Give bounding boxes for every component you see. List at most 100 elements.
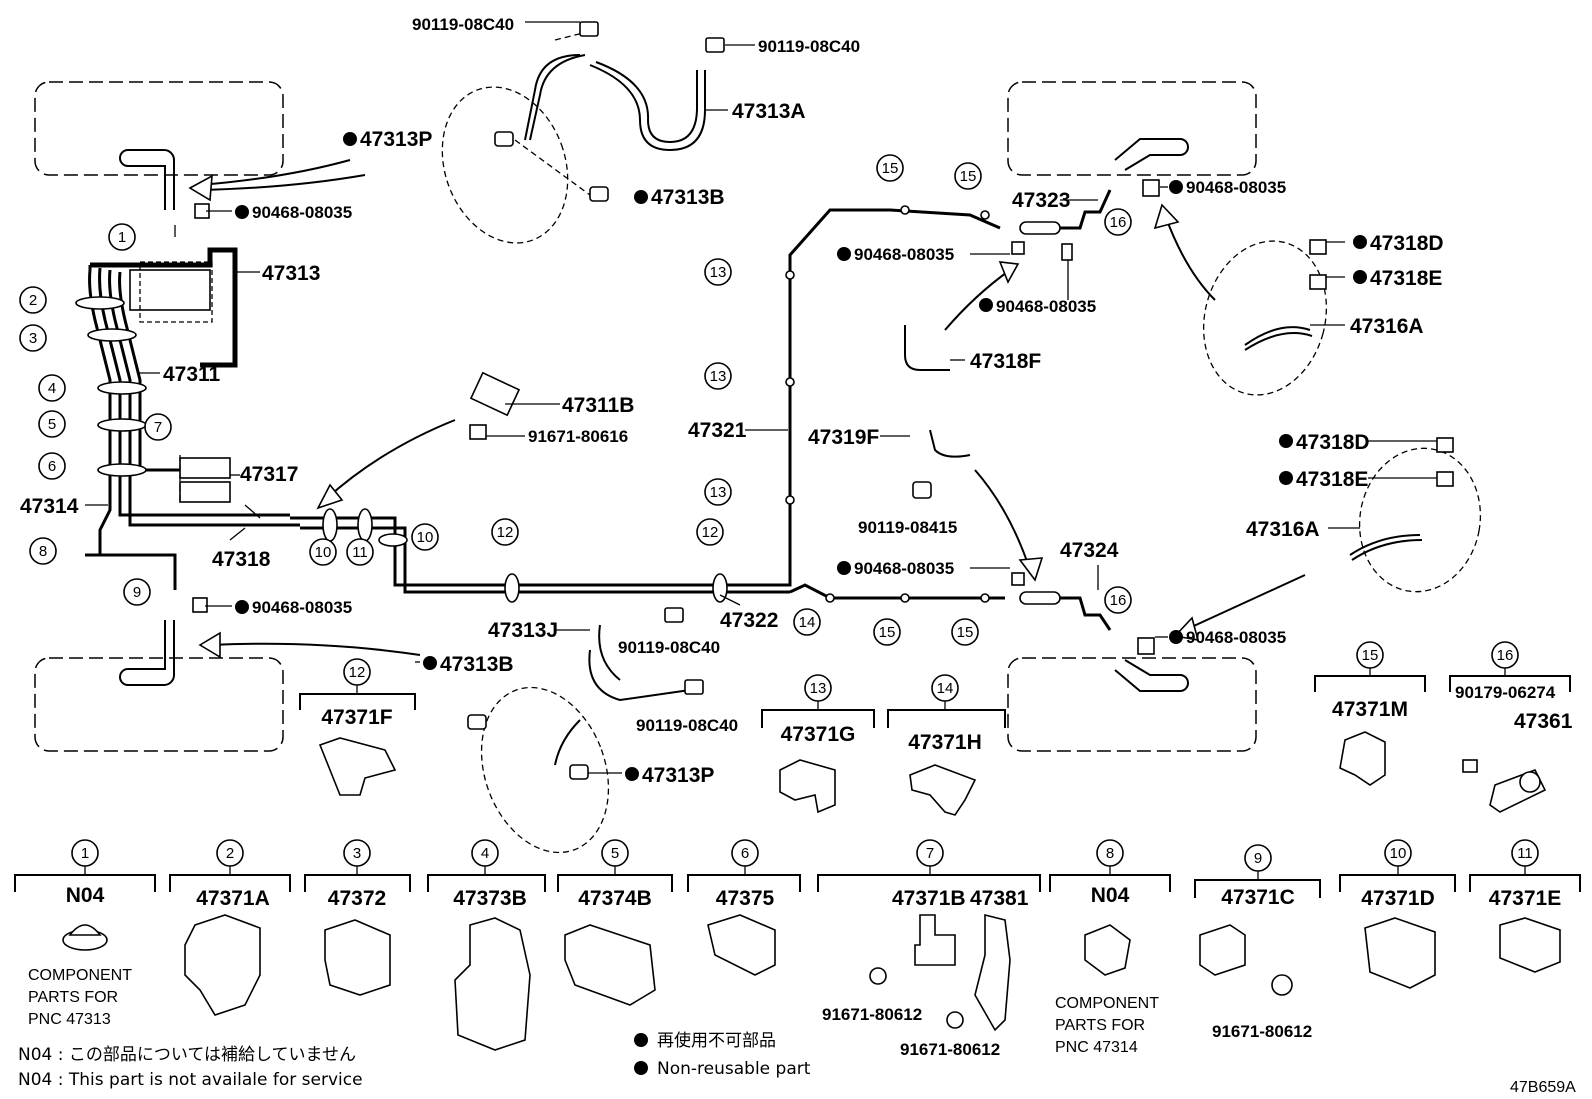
label-90468-08035-d: 90468-08035 xyxy=(854,245,954,264)
label-90468-08035-g: 90468-08035 xyxy=(1186,628,1286,647)
callout-number: 10 xyxy=(315,544,332,561)
catalog-3-part: 47372 xyxy=(328,887,386,910)
label-47311b: 47311B xyxy=(562,394,634,417)
note-n04-en: N04 : This part is not availale for serv… xyxy=(18,1070,363,1090)
label-90468-08035-c: 90468-08035 xyxy=(1186,178,1286,197)
catalog-16-part: 90179-06274 xyxy=(1455,683,1556,702)
catalog-5-part: 47374B xyxy=(578,887,652,910)
callout-circle xyxy=(704,362,732,390)
label-47323: 47323 xyxy=(1012,189,1070,212)
label-91671-80616: 91671-80616 xyxy=(528,427,628,446)
catalog-14-num: 14 xyxy=(937,680,954,697)
catalog-4-num: 4 xyxy=(481,845,489,862)
callout-circle xyxy=(108,223,136,251)
catalog-16-num: 16 xyxy=(1497,647,1514,664)
callout-number: 1 xyxy=(118,229,126,246)
catalog-1-note-1: COMPONENT xyxy=(28,967,132,984)
callout-circle xyxy=(696,518,724,546)
catalog-1-note-2: PARTS FOR xyxy=(28,989,118,1006)
catalog-15-part: 47371M xyxy=(1332,698,1408,721)
callout-circle xyxy=(954,162,982,190)
callout-number: 15 xyxy=(882,160,899,177)
label-90119-08c40-d: 90119-08C40 xyxy=(636,716,738,735)
callout-circle xyxy=(19,286,47,314)
footer-notes: N04 : この部品については補給していません N04 : This part … xyxy=(18,1030,1576,1096)
catalog-7-part2: 47381 xyxy=(970,887,1029,910)
label-47318e-b: 47318E xyxy=(1296,468,1368,491)
callout-circle xyxy=(873,618,901,646)
catalog-11-part: 47371E xyxy=(1489,887,1561,910)
direction-arrows xyxy=(188,159,1306,659)
callout-number: 9 xyxy=(133,584,141,601)
label-47321: 47321 xyxy=(688,419,747,442)
label-90468-08035-e: 90468-08035 xyxy=(996,297,1096,316)
pipe-clamps xyxy=(75,205,990,603)
catalog-10-part: 47371D xyxy=(1361,887,1435,910)
label-47318d-b: 47318D xyxy=(1296,431,1370,454)
catalog-12-part: 47371F xyxy=(321,706,392,729)
catalog-7-part: 47371B xyxy=(892,887,966,910)
label-47319f: 47319F xyxy=(808,426,879,449)
catalog-8-note-2: PARTS FOR xyxy=(1055,1017,1145,1034)
callout-circle xyxy=(951,618,979,646)
callout-circle xyxy=(38,410,66,438)
catalog-6-part: 47375 xyxy=(716,887,775,910)
label-47313b-bot: 47313B xyxy=(440,653,514,676)
catalog-13-part: 47371G xyxy=(781,723,856,746)
callout-number: 15 xyxy=(879,624,896,641)
label-47314: 47314 xyxy=(20,495,79,518)
callout-number: 15 xyxy=(957,624,974,641)
callout-number: 11 xyxy=(352,544,368,561)
catalog-11-num: 11 xyxy=(1517,845,1533,862)
catalog-2-part: 47371A xyxy=(196,887,270,910)
note-n04-jp: N04 : この部品については補給していません xyxy=(18,1045,356,1065)
label-47317: 47317 xyxy=(240,463,298,486)
catalog-top: 12 47371F 13 47371G 14 47371H 15 47371M … xyxy=(299,641,1573,816)
label-47318e-a: 47318E xyxy=(1370,267,1442,290)
leader-lines xyxy=(85,21,1437,774)
label-47313p-top: 47313P xyxy=(360,128,432,151)
label-47318d-a: 47318D xyxy=(1370,232,1444,255)
diagram-id: 47B659A xyxy=(1510,1079,1576,1096)
catalog-1-part: N04 xyxy=(66,884,105,907)
catalog-9-part: 47371C xyxy=(1221,886,1295,909)
label-47313j: 47313J xyxy=(488,619,558,642)
wheel-stubs xyxy=(119,138,1189,692)
callout-number: 15 xyxy=(960,168,977,185)
label-47313: 47313 xyxy=(262,262,320,285)
label-90468-08035-b: 90468-08035 xyxy=(252,598,352,617)
non-reusable-dots xyxy=(235,132,1367,781)
callout-number: 6 xyxy=(48,458,56,475)
label-90468-08035-f: 90468-08035 xyxy=(854,559,954,578)
catalog-4-part: 47373B xyxy=(453,887,527,910)
catalog-8-note-3: PNC 47314 xyxy=(1055,1039,1138,1056)
label-90119-08c40-a: 90119-08C40 xyxy=(412,15,514,34)
callout-number: 12 xyxy=(702,524,719,541)
label-47316a-b: 47316A xyxy=(1246,518,1320,541)
label-90119-08c40-b: 90119-08C40 xyxy=(758,37,860,56)
callout-number: 14 xyxy=(799,614,816,631)
callout-circle xyxy=(411,523,439,551)
callout-circle xyxy=(38,374,66,402)
label-47311: 47311 xyxy=(163,363,221,386)
catalog-1-note-3: PNC 47313 xyxy=(28,1011,111,1028)
catalog-7-sub2: 91671-80612 xyxy=(900,1040,1000,1059)
catalog-10-num: 10 xyxy=(1390,845,1407,862)
callout-circle xyxy=(1104,586,1132,614)
catalog-9-sub1: 91671-80612 xyxy=(1212,1022,1312,1041)
catalog-8-note-1: COMPONENT xyxy=(1055,995,1159,1012)
catalog-12-num: 12 xyxy=(349,664,366,681)
catalog-5-num: 5 xyxy=(611,845,619,862)
label-47313a: 47313A xyxy=(732,100,806,123)
catalog-7-sub1: 91671-80612 xyxy=(822,1005,922,1024)
catalog-16-part2: 47361 xyxy=(1514,710,1573,733)
callout-number: 13 xyxy=(710,264,727,281)
catalog-2-num: 2 xyxy=(226,845,234,862)
callout-circle xyxy=(876,154,904,182)
label-47318: 47318 xyxy=(212,548,271,571)
flex-hoses xyxy=(441,29,1482,854)
label-47324: 47324 xyxy=(1060,539,1119,562)
catalog-8-part: N04 xyxy=(1091,884,1130,907)
callout-number: 8 xyxy=(39,543,47,560)
